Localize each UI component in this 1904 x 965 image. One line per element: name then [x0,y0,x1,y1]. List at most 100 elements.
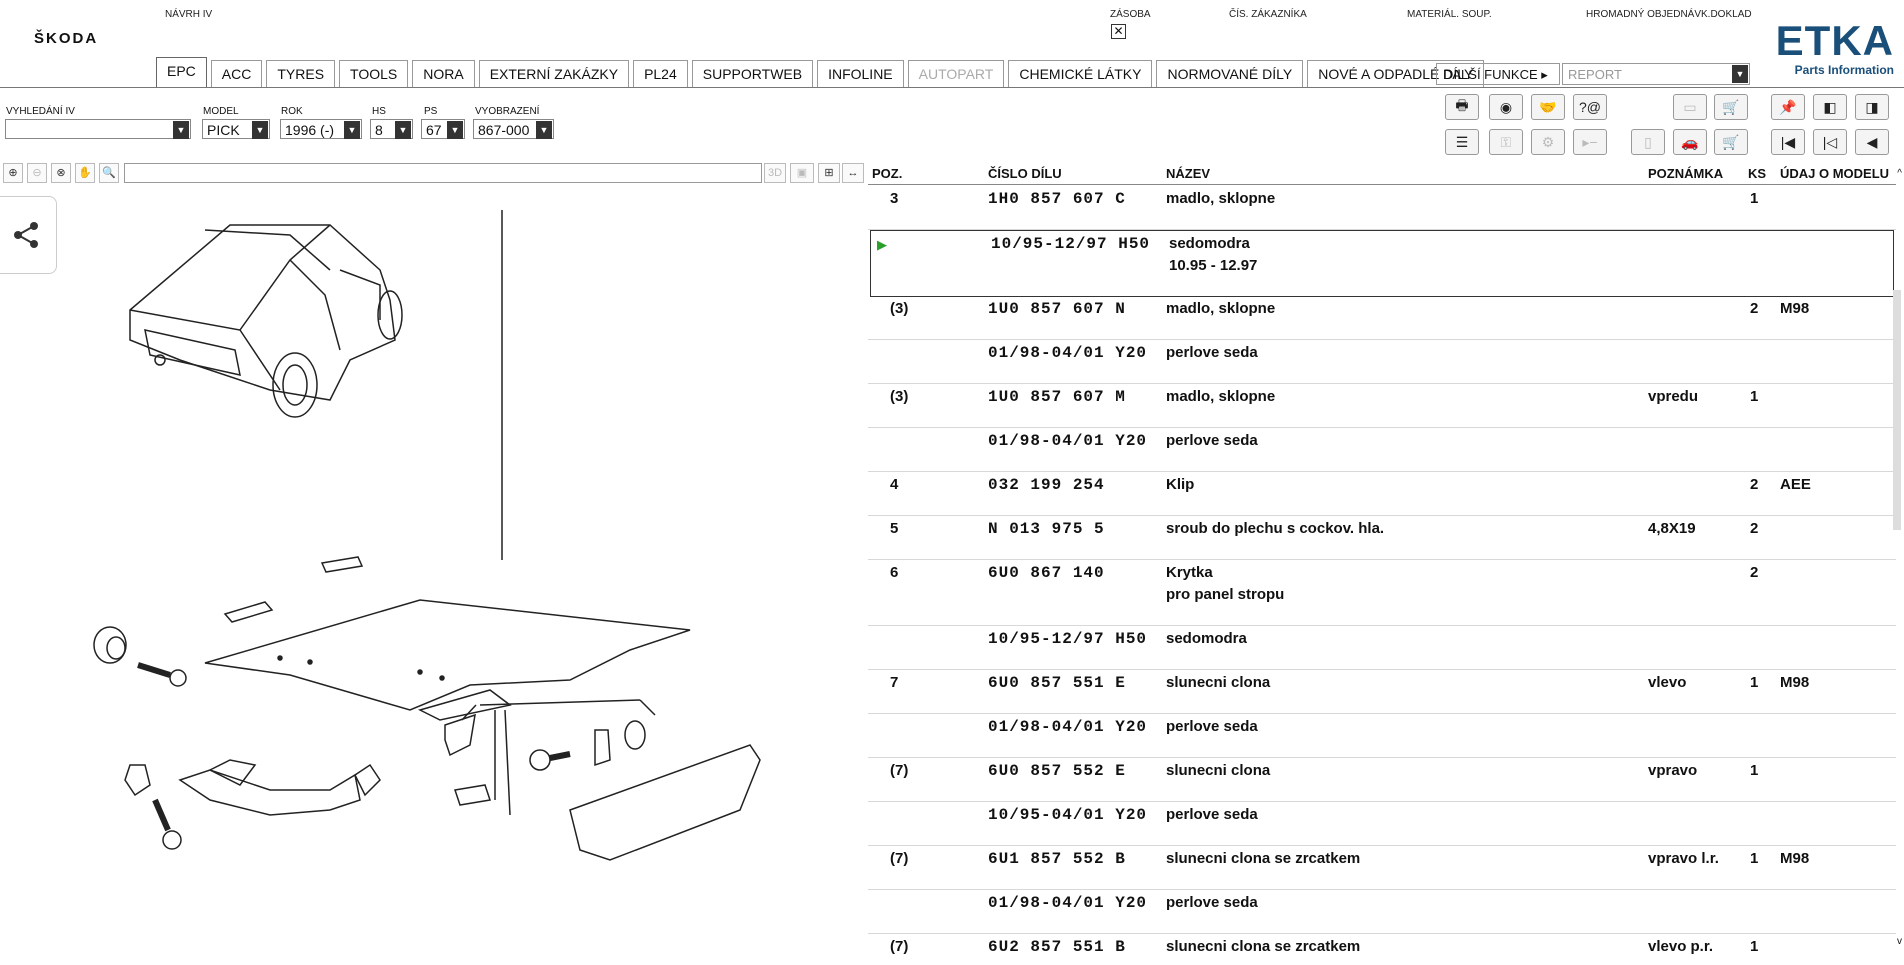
scrollbar-thumb[interactable] [1893,290,1901,530]
ps-select[interactable]: 67▼ [421,119,465,139]
cell-note: 4,8X19 [1648,520,1696,537]
cell-note: vpravo l.r. [1648,850,1719,867]
cart-icon[interactable]: 🛒 [1714,94,1748,120]
cell-part-number: 10/95-12/97 H50 [991,235,1151,253]
model-select[interactable]: PICK▼ [202,119,270,139]
col-header-udaj[interactable]: ÚDAJ O MODELU [1780,166,1890,181]
play-minus-icon[interactable]: ▸− [1573,129,1607,155]
tab-pl24[interactable]: PL24 [633,60,688,87]
tab-externi-zakazky[interactable]: EXTERNÍ ZAKÁZKY [478,60,630,87]
disc-icon[interactable]: ◉ [1489,94,1523,120]
col-header-poznamka[interactable]: POZNÁMKA [1648,166,1724,181]
device-icon[interactable]: ▯ [1631,129,1665,155]
skoda-logo: ŠKODA [34,30,99,47]
col-header-cislo[interactable]: ČÍSLO DÍLU [988,166,1062,181]
further-functions-button[interactable]: DALŠÍ FUNKCE ▸ [1436,63,1560,85]
cell-poz: (7) [890,938,909,955]
page-back-icon[interactable]: ◧ [1813,94,1847,120]
tab-autopart[interactable]: AUTOPART [907,60,1005,87]
search-label: VYHLEDÁNÍ IV [6,106,75,117]
cell-name: madlo, sklopne [1166,388,1276,405]
tab-chemicke-latky[interactable]: CHEMICKÉ LÁTKY [1008,60,1153,87]
magnifier-icon[interactable]: 🔍 [99,163,119,183]
tab-supportweb[interactable]: SUPPORTWEB [691,60,814,87]
zasoba-checkbox[interactable]: ✕ [1111,24,1126,39]
share-button[interactable] [0,196,57,274]
report-placeholder: REPORT [1568,67,1622,82]
car-cart-icon[interactable]: 🚗 [1673,129,1707,155]
viewer-input[interactable] [124,163,762,183]
col-header-nazev[interactable]: NÁZEV [1166,166,1211,181]
split-view-icon[interactable]: ⊞ [818,163,840,183]
zoom-out-icon[interactable]: ⊖ [27,163,47,183]
pin-icon[interactable]: 📌 [1771,94,1805,120]
tab-tyres[interactable]: TYRES [266,60,336,87]
tab-nove-odpadle-dily[interactable]: NOVÉ A ODPADLÉ DÍLY [1307,60,1485,87]
cell-part-number: 6U0 857 552 E [988,762,1126,780]
prev-icon[interactable]: ◀ [1855,129,1889,155]
illustration-select[interactable]: 867-000▼ [473,119,554,139]
header-divider [868,184,1896,185]
3d-button[interactable]: 3D [764,163,786,183]
cart-add-icon[interactable]: 🛒 [1714,129,1748,155]
scroll-down-icon[interactable]: v [1897,936,1902,947]
tab-nora[interactable]: NORA [412,60,475,87]
list-icon[interactable]: ☰ [1445,129,1479,155]
help-icon[interactable]: ?@ [1573,94,1607,120]
first-icon[interactable]: |◀ [1771,129,1805,155]
cell-qty: 1 [1750,938,1759,955]
resize-icon[interactable]: ↔ [842,163,864,183]
key-icon[interactable]: ⚿ [1489,129,1523,155]
depot-icon[interactable]: ▭ [1673,94,1707,120]
col-header-poz[interactable]: POZ. [872,166,903,181]
bike-icon[interactable]: ⚙ [1531,129,1565,155]
etka-logo: ETKA Parts Information [1776,20,1894,77]
tab-acc[interactable]: ACC [210,60,263,87]
cell-qty: 2 [1750,300,1759,317]
zoom-fit-icon[interactable]: ⊗ [51,163,71,183]
pan-icon[interactable]: ✋ [75,163,95,183]
search-select[interactable]: ▼ [5,119,191,139]
cell-part-number: N 013 975 5 [988,520,1105,538]
tab-divider [0,87,1904,88]
cell-part-number: 6U0 867 140 [988,564,1105,582]
print-icon[interactable]: 🖶 [1445,94,1479,120]
tab-normovane-dily[interactable]: NORMOVANÉ DÍLY [1156,60,1304,87]
year-select[interactable]: 1996 (-)▼ [280,119,362,139]
tab-tools[interactable]: TOOLS [339,60,409,87]
cell-qty: 1 [1750,190,1759,207]
tab-epc[interactable]: EPC [156,57,207,88]
tab-infoline[interactable]: INFOLINE [817,60,904,87]
prev-chapter-icon[interactable]: |◁ [1813,129,1847,155]
hs-select[interactable]: 8▼ [370,119,413,139]
page-forward-icon[interactable]: ◨ [1855,94,1889,120]
report-dropdown[interactable]: REPORT ▼ [1562,63,1750,85]
chevron-down-icon: ▼ [395,121,411,139]
handshake-icon[interactable]: 🤝 [1531,94,1565,120]
bulk-order-label: HROMADNÝ OBJEDNÁVK.DOKLAD [1586,9,1752,20]
scroll-up-icon[interactable]: ^ [1897,168,1902,179]
cell-part-number: 01/98-04/01 Y20 [988,718,1148,736]
zoom-in-icon[interactable]: ⊕ [3,163,23,183]
layout-icon[interactable]: ▣ [790,163,814,183]
cell-qty: 1 [1750,388,1759,405]
col-header-ks[interactable]: KS [1748,166,1767,181]
cell-poz: 5 [890,520,899,537]
